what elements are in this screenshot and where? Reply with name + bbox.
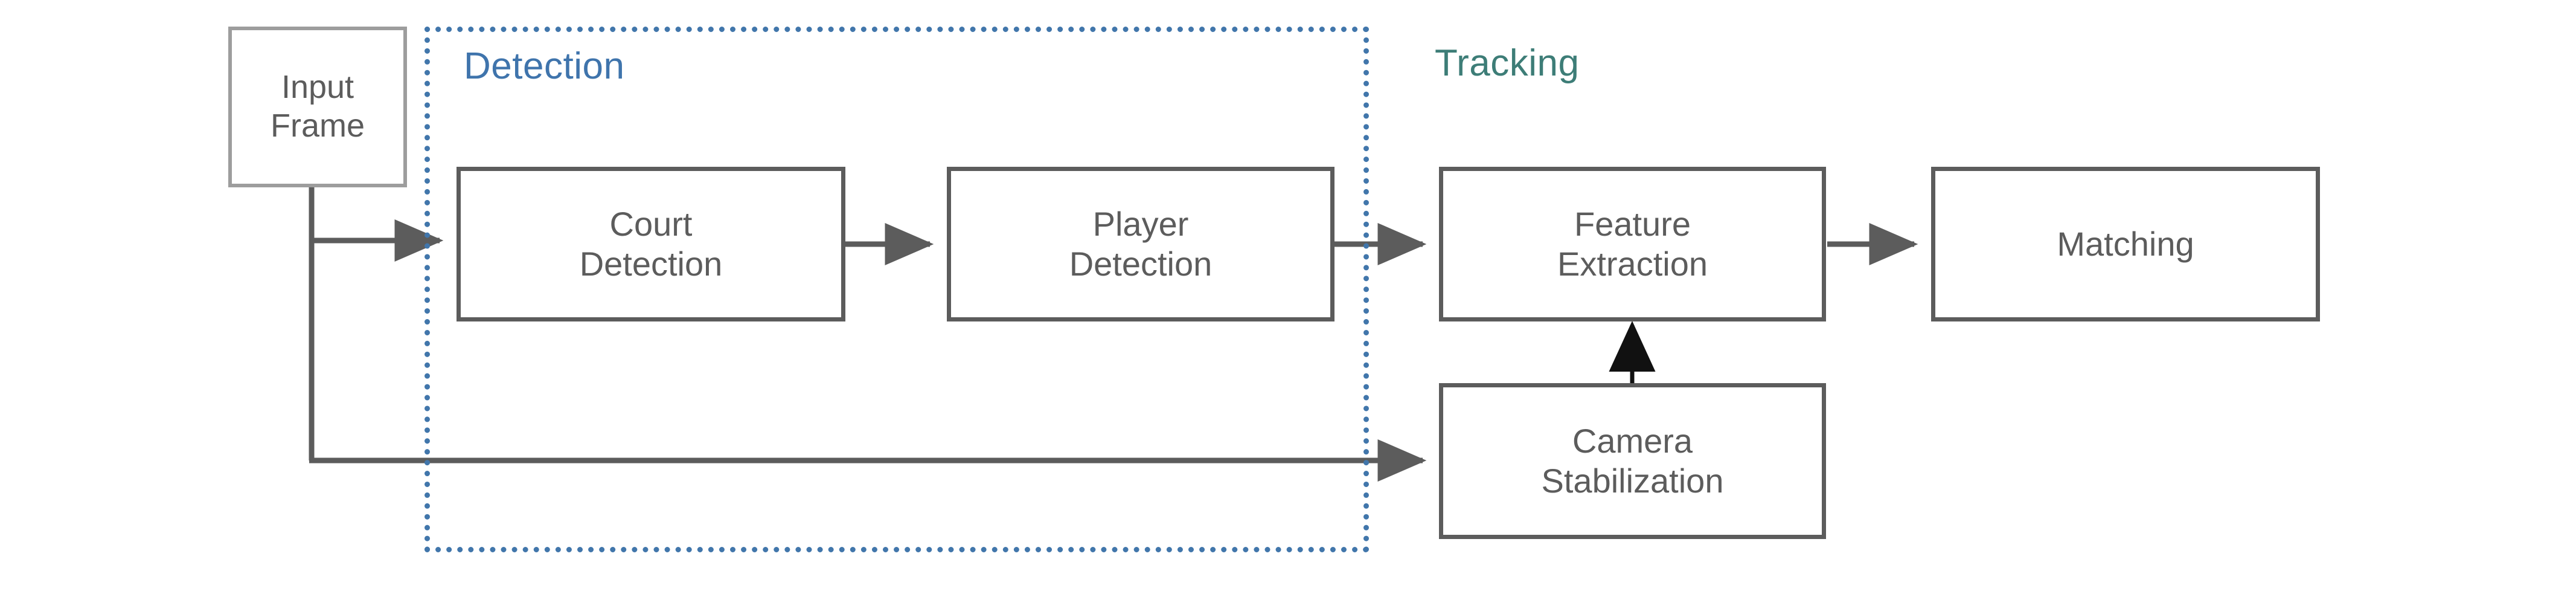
node-matching-line1: Matching [2057,224,2194,263]
group-detection: Detection [425,27,1369,552]
node-input-frame-line2: Frame [270,108,365,144]
group-tracking-label: Tracking [1435,42,1580,84]
node-player-detection-line2: Detection [1069,245,1213,283]
node-player-detection-line1: Player [1092,204,1189,243]
node-court-detection[interactable]: Court Detection [457,167,845,321]
edge-input-to-court [309,187,444,262]
group-detection-label: Detection [464,45,625,87]
node-input-frame-line1: Input [281,69,354,106]
node-court-detection-line2: Detection [579,245,723,283]
node-matching[interactable]: Matching [1931,167,2320,321]
node-camera-stabilization[interactable]: Camera Stabilization [1439,383,1826,539]
node-feature-extraction-line2: Extraction [1557,245,1708,283]
node-feature-extraction-line1: Feature [1574,204,1691,243]
node-camera-stabilization-line1: Camera [1572,421,1693,460]
node-player-detection[interactable]: Player Detection [947,167,1334,321]
node-input-frame[interactable]: Input Frame [228,27,407,187]
group-tracking: Tracking [1401,29,2353,557]
node-court-detection-line1: Court [609,204,693,243]
node-feature-extraction[interactable]: Feature Extraction [1439,167,1826,321]
node-camera-stabilization-line2: Stabilization [1541,462,1724,500]
